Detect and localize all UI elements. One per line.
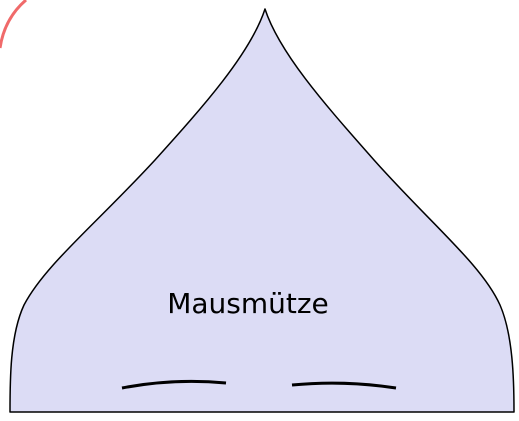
left-eye-line (121, 379, 227, 390)
hat-label: Mausmütze (167, 287, 329, 320)
right-eye-line (291, 381, 397, 390)
hat-shape (9, 8, 515, 413)
corner-arc (0, 0, 27, 49)
